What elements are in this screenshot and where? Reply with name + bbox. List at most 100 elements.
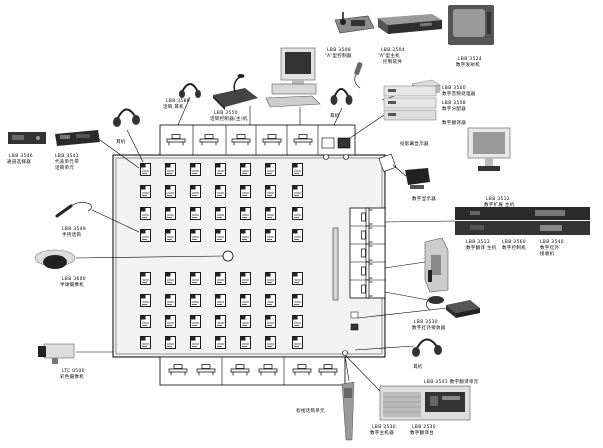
ir-transmitter-name: 数字发射机 — [456, 61, 480, 68]
interpreter-desk-name: 数字翻译台 — [410, 429, 434, 436]
delegate-seat — [265, 163, 276, 176]
delegate-seat — [240, 336, 251, 349]
delegate-seat — [240, 185, 251, 198]
delegate-seat — [165, 315, 176, 328]
ir-receiver-name: 数字红外接收器 — [412, 324, 446, 331]
chairman-mic-console — [213, 74, 258, 110]
delegate-seat — [140, 272, 151, 285]
dome-camera-icon — [34, 249, 76, 269]
delegate-seat — [215, 207, 226, 220]
delegate-unit-note: 话筒单元 — [55, 164, 74, 171]
cable-delegate-unit — [99, 139, 140, 169]
delegate-seat — [292, 336, 303, 349]
channel-selector-model: LBB 3546 — [9, 153, 33, 159]
cable-processor-stack — [349, 114, 385, 139]
headphone-right-label: 耳机 — [413, 363, 423, 370]
wall-outlet — [350, 311, 359, 319]
delegate-seat — [165, 163, 176, 176]
delegate-seat — [140, 185, 151, 198]
display-monitor — [405, 168, 430, 189]
translator-name: 数字翻译器 — [442, 119, 466, 126]
delegate-seat — [140, 315, 151, 328]
delegate-seat — [190, 294, 201, 307]
projection-screen-device — [467, 127, 511, 171]
rack-devices — [455, 207, 590, 235]
delegate-seat — [215, 163, 226, 176]
cable-headset-left — [126, 129, 144, 163]
delegate-seat — [165, 229, 176, 242]
audio-processor-model: LBB 3500 — [442, 85, 466, 91]
cable-wired-mic — [344, 355, 350, 382]
mic-headset-name: 话筒 耳机 — [163, 103, 184, 110]
a-unit-note: 控制软件 — [383, 58, 402, 65]
delegate-seat — [140, 207, 151, 220]
ir-receiver-small — [426, 296, 444, 311]
delegate-seat — [215, 294, 226, 307]
cable-headset-top — [333, 107, 343, 126]
delegate-seat — [240, 229, 251, 242]
headphone-top-label: 耳机 — [330, 112, 340, 119]
distributor-name: 数字分配器 — [442, 105, 466, 112]
delegate-seat — [265, 272, 276, 285]
wall-outlet — [350, 323, 359, 331]
delegate-seat — [215, 229, 226, 242]
headset-top-icon — [330, 88, 353, 105]
translation-main-model: LBB 3513 — [466, 239, 490, 245]
delegate-seat — [265, 294, 276, 307]
cable-dome-camera — [75, 255, 224, 259]
interpreter-booths-right — [349, 153, 397, 331]
delegate-seat — [265, 315, 276, 328]
channel-selector-device — [8, 132, 46, 144]
delegate-seat — [165, 294, 176, 307]
delegate-seat — [190, 336, 201, 349]
camera-control-keyboard-model: LBB 3508 — [327, 47, 351, 53]
delegate-seat — [292, 315, 303, 328]
control-computer — [265, 47, 321, 108]
control-box — [321, 137, 335, 149]
delegate-seat — [165, 207, 176, 220]
control-unit-model: LBB 3560 — [502, 239, 526, 245]
handheld-mic-icon — [55, 202, 92, 218]
projection-screen-label: 投影幕显示器 — [400, 140, 429, 147]
delegate-seat — [240, 163, 251, 176]
a-unit-device — [378, 14, 442, 34]
delegate-seat — [292, 207, 303, 220]
cable-receiver-small — [384, 291, 429, 301]
ir-receiver-model: LBB 3530 — [414, 319, 438, 325]
cable-ir-receiver — [357, 307, 448, 319]
delegate-seat — [140, 294, 151, 307]
ir-receiver-rack-model: LBB 3540 — [540, 239, 564, 245]
interpreter-desk-model: LBB 2530 — [412, 424, 436, 430]
delegate-seat — [292, 272, 303, 285]
headphones-top-icon — [179, 83, 201, 98]
delegate-seat — [292, 163, 303, 176]
delegate-seat — [265, 207, 276, 220]
delegate-seat — [265, 185, 276, 198]
connector — [323, 154, 329, 160]
expansion-unit-model: LBB 3512 — [486, 196, 510, 202]
processor-stack — [383, 85, 437, 121]
delegate-unit-name: 代表单元带 — [55, 158, 79, 165]
delegate-seat — [190, 185, 201, 198]
interpreter-wall-unit — [424, 237, 449, 293]
delegate-seat — [190, 163, 201, 176]
delegate-seat — [190, 207, 201, 220]
delegate-seat — [292, 294, 303, 307]
delegate-seat — [215, 272, 226, 285]
box-camera-icon — [38, 343, 75, 364]
dome-camera-name: 半球摄像机 — [60, 281, 84, 288]
expansion-unit-name: 数字扩展 主机 — [484, 201, 515, 208]
cable-headphones-top — [177, 96, 191, 126]
delegate-seat — [190, 315, 201, 328]
ir-receiver-device — [446, 300, 480, 318]
headphone-left-label: 耳机 — [116, 138, 126, 145]
wireless-mic-icon — [354, 62, 363, 89]
dome-camera-model: LBB 3600 — [62, 276, 86, 282]
mic-controller-name: 话筒控制器(主)机 — [210, 115, 248, 122]
delegate-unit-model: LBB 3541 — [55, 153, 79, 159]
cabling — [75, 89, 456, 393]
delegate-seat — [165, 336, 176, 349]
a-unit-name: “A”型主机 — [378, 52, 400, 59]
delegate-seat — [215, 185, 226, 198]
mic-controller-model: LBB 3550 — [214, 110, 238, 116]
